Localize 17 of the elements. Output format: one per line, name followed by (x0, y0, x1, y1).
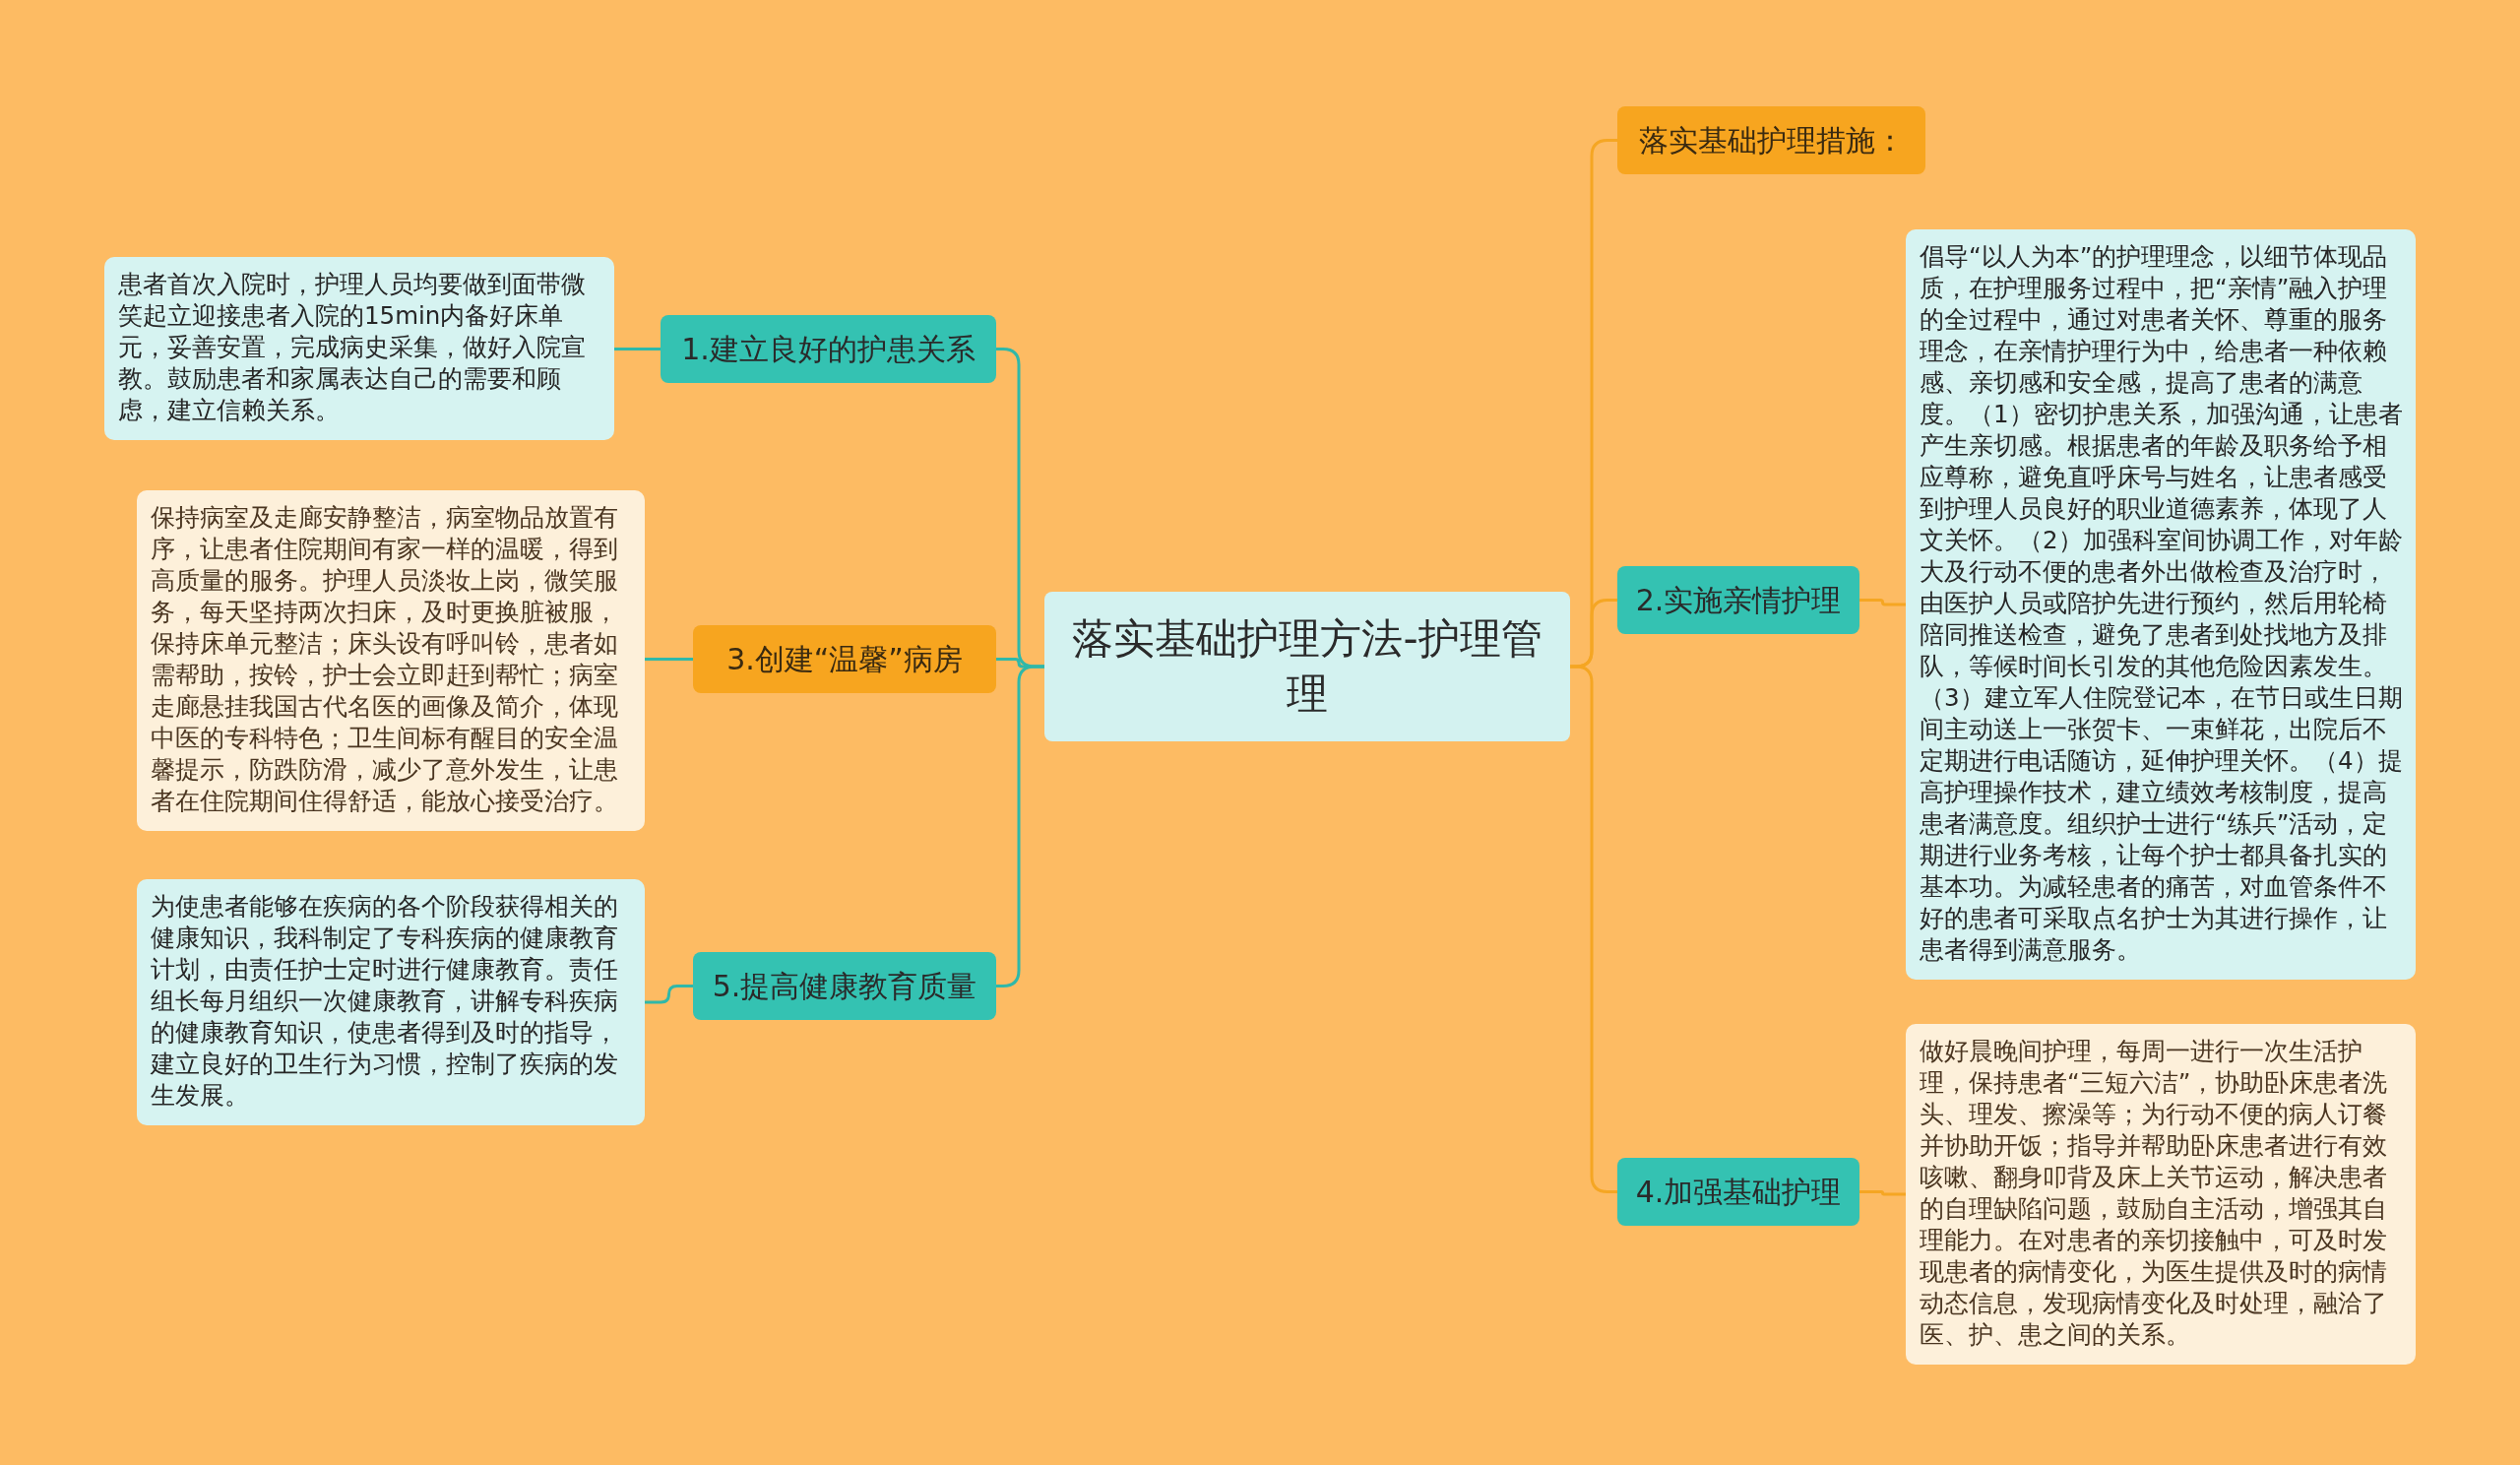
branch-box: 4.加强基础护理 (1617, 1158, 1859, 1226)
note-card: 为使患者能够在疾病的各个阶段获得相关的健康知识，我科制定了专科疾病的健康教育计划，由责任护士定时进行健康教育。责任组长每月组织一次健康教育，讲解专科疾病的健康教育知识，使患者得到及时的指导，建立良好的卫生行为习惯，控制了疾病的发生发展。 (137, 879, 645, 1125)
topic-box: 落实基础护理方法-护理管理 (1044, 592, 1570, 741)
branch-box: 1.建立良好的护患关系 (661, 315, 996, 383)
note-card: 做好晨晚间护理，每周一进行一次生活护理，保持患者“三短六洁”，协助卧床患者洗头、理发、擦澡等；为行动不便的病人订餐并协助开饭；指导并帮助卧床患者进行有效咳嗽、翻身叩背及床上关节运动，解决患者的自理缺陷问题，鼓励自主活动，增强其自理能力。在对患者的亲切接触中，可及时发现患者的病情变化，为医生提供及时的病情动态信息，发现病情变化及时处理，融洽了医、护、患之间的关系。 (1906, 1024, 2416, 1365)
branch-box: 2.实施亲情护理 (1617, 566, 1859, 634)
connector-line (645, 658, 693, 661)
branch-box: 5.提高健康教育质量 (693, 952, 996, 1020)
connector-line (1859, 1190, 1906, 1196)
note-card: 患者首次入院时，护理人员均要做到面带微笑起立迎接患者入院的15min内备好床单元，妥善安置，完成病史采集，做好入院宣教。鼓励患者和家属表达自己的需要和顾虑，建立信赖关系。 (104, 257, 614, 440)
note-card: 保持病室及走廊安静整洁，病室物品放置有序，让患者住院期间有家一样的温暖，得到高质量的服务。护理人员淡妆上岗，微笑服务，每天坚持两次扫床，及时更换脏被服，保持床单元整洁；床头设有呼叫铃，患者如需帮助，按铃，护士会立即赶到帮忙；病室走廊悬挂我国古代名医的画像及简介，体现中医的专科特色；卫生间标有醒目的安全温馨提示，防跌防滑，减少了意外发生，让患者在住院期间住得舒适，能放心接受治疗。 (137, 490, 645, 831)
branch-box: 落实基础护理措施： (1617, 106, 1925, 174)
connector-line (614, 348, 661, 350)
connector-line (645, 985, 693, 1004)
branch-box: 3.创建“温馨”病房 (693, 625, 996, 693)
connector-line (1859, 599, 1906, 606)
note-card: 倡导“以人为本”的护理理念，以细节体现品质，在护理服务过程中，把“亲情”融入护理的全过程中，通过对患者关怀、尊重的服务理念，在亲情护理行为中，给患者一种依赖感、亲切感和安全感，提高了患者的满意度。（1）密切护患关系，加强沟通，让患者产生亲切感。根据患者的年龄及职务给予相应尊称，避免直呼床号与姓名，让患者感受到护理人员良好的职业道德素养，体现了人文关怀。（2）加强科室间协调工作，对年龄大及行动不便的患者外出做检查及治疗时，由医护人员或陪护先进行预约，然后用轮椅陪同推送检查，避免了患者到处找地方及排队，等候时间长引发的其他危险因素发生。（3）建立军人住院登记本，在节日或生日期间主动送上一张贺卡、一束鲜花，出院后不定期进行电话随访，延伸护理关怀。（4）提高护理操作技术，建立绩效考核制度，提高患者满意度。组织护士进行“练兵”活动，定期进行业务考核，让每个护士都具备扎实的基本功。为减轻患者的痛苦，对血管条件不好的患者可采取点名护士为其进行操作，让患者得到满意服务。 (1906, 229, 2416, 980)
